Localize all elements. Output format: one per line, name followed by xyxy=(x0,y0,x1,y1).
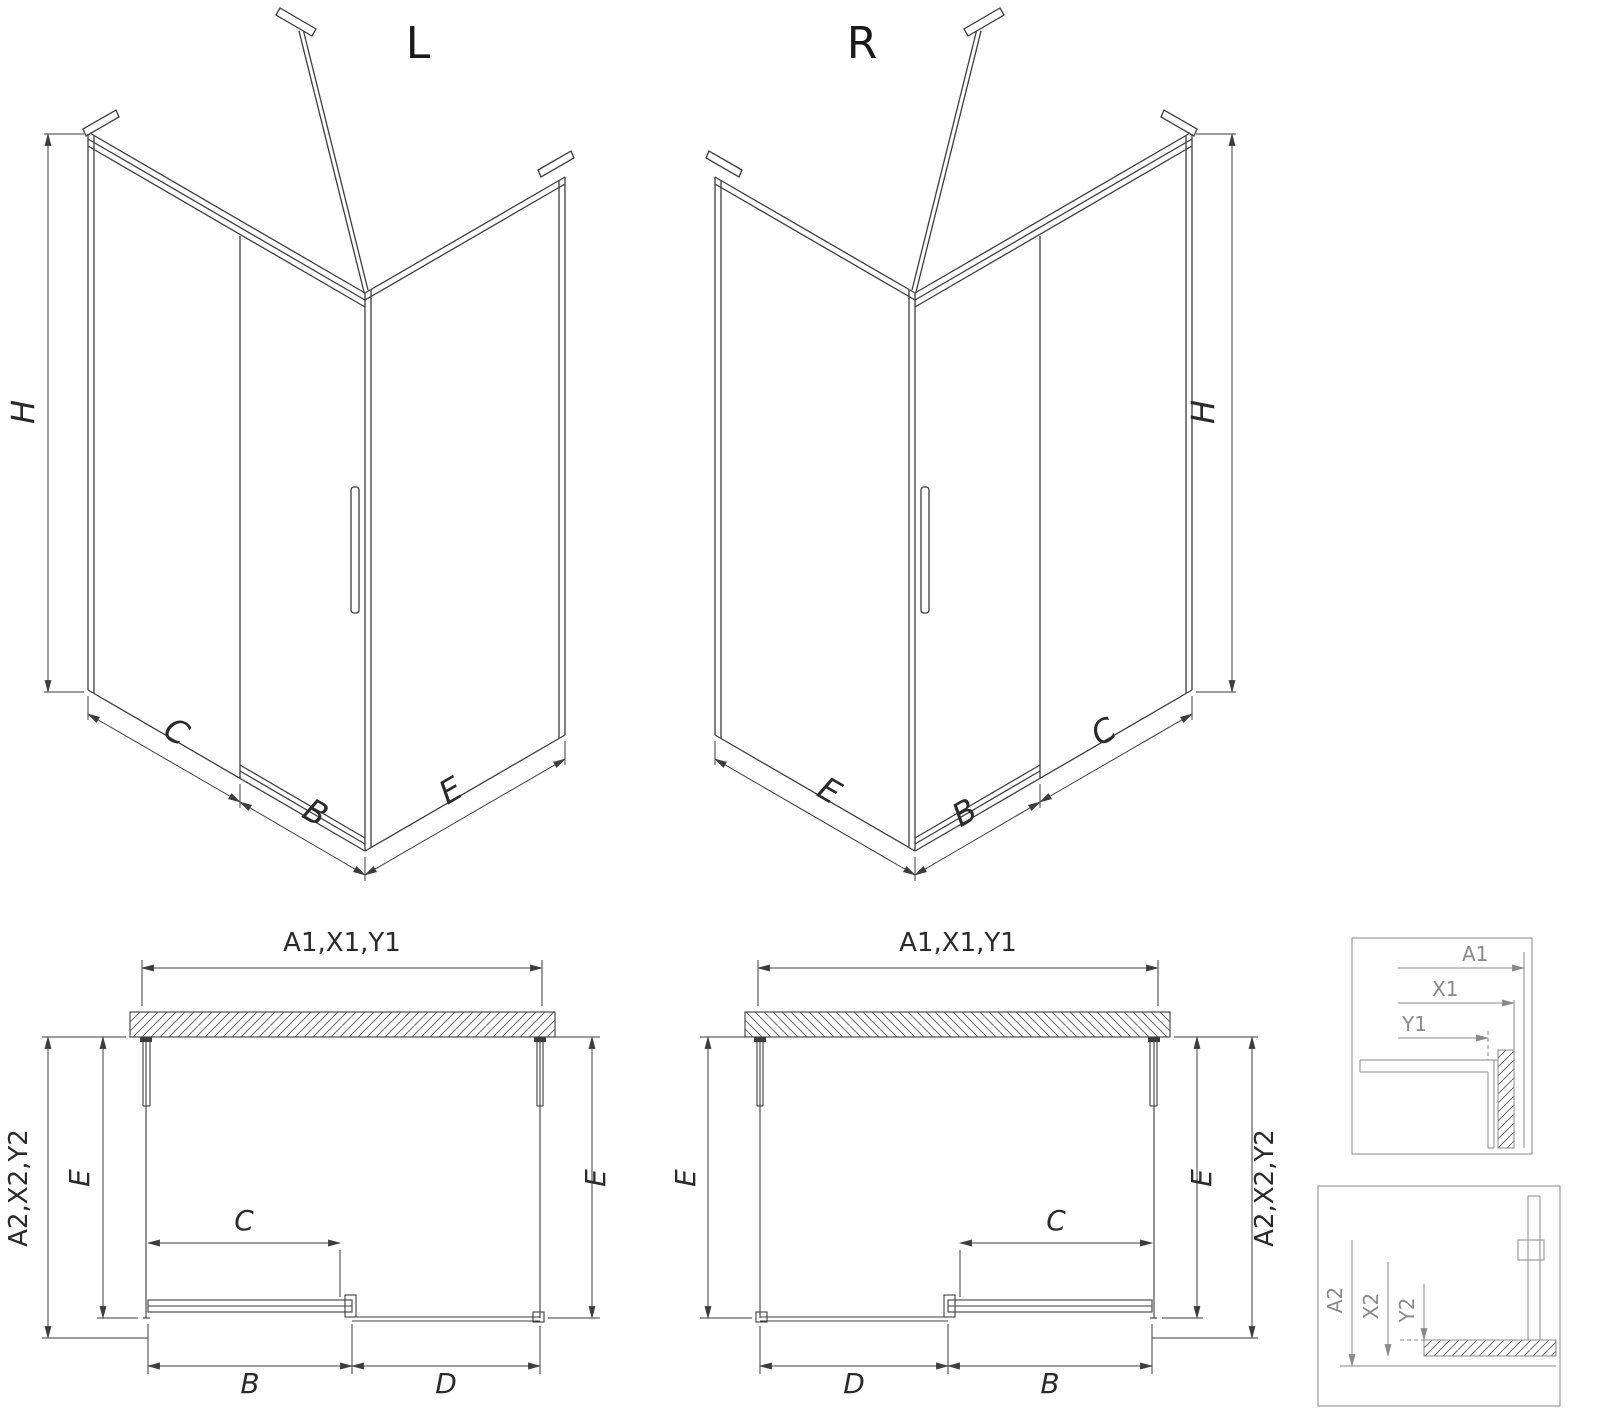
detail-box-top: A1 X1 Y1 xyxy=(1351,937,1533,1155)
plan-view-right-geometry xyxy=(700,960,1258,1374)
iso-view-right-geometry xyxy=(706,8,1236,881)
plan-view-left-labels: A1,X1,Y1 A2,X2,Y2 E E C B D xyxy=(4,928,612,1400)
iso-right-dim-c: C xyxy=(1084,709,1123,753)
iso-right-height-label: H xyxy=(1184,400,1222,424)
plan-left-top-dim: A1,X1,Y1 xyxy=(283,928,401,958)
plan-left-opening: C xyxy=(234,1204,254,1237)
plan-right-opening: C xyxy=(1046,1204,1066,1237)
plan-right-fixed: D xyxy=(843,1367,865,1400)
detail-box-bottom: A2 X2 Y2 xyxy=(1317,1185,1561,1407)
plan-left-depth-left: E xyxy=(63,1169,96,1187)
plan-left-depth-right: E xyxy=(579,1169,612,1187)
plan-view-left-geometry xyxy=(42,960,600,1374)
iso-right-dim-b: B xyxy=(945,791,983,835)
detail-bottom-label-x2: X2 xyxy=(1359,1293,1383,1319)
iso-left-dim-c: C xyxy=(157,709,196,753)
iso-left-height-label: H xyxy=(4,400,42,424)
plan-right-depth-right: E xyxy=(1185,1169,1218,1187)
plan-right-top-dim: A1,X1,Y1 xyxy=(899,928,1017,958)
iso-view-left-labels: L H C B E xyxy=(4,18,469,834)
iso-right-title: R xyxy=(847,18,878,69)
iso-left-title: L xyxy=(406,18,431,69)
plan-right-side-dim: A2,X2,Y2 xyxy=(1250,1129,1280,1247)
plan-left-door: B xyxy=(240,1367,259,1400)
plan-left-side-dim: A2,X2,Y2 xyxy=(4,1129,34,1247)
iso-left-dim-e: E xyxy=(432,769,469,812)
iso-right-dim-e: E xyxy=(811,769,848,812)
detail-bottom-label-a2: A2 xyxy=(1323,1287,1347,1313)
detail-top-label-y1: Y1 xyxy=(1401,1012,1427,1036)
iso-view-left-geometry xyxy=(44,7,575,881)
plan-left-fixed: D xyxy=(435,1367,457,1400)
plan-right-door: B xyxy=(1040,1367,1059,1400)
detail-bottom-label-y2: Y2 xyxy=(1395,1298,1419,1324)
iso-left-dim-b: B xyxy=(296,791,334,835)
iso-view-right-labels: R H E B C xyxy=(811,18,1222,834)
plan-right-depth-left: E xyxy=(669,1169,702,1187)
plan-view-right-labels: A1,X1,Y1 A2,X2,Y2 E E C D B xyxy=(669,928,1280,1400)
detail-top-label-a1: A1 xyxy=(1462,942,1488,966)
detail-top-label-x1: X1 xyxy=(1432,977,1458,1001)
